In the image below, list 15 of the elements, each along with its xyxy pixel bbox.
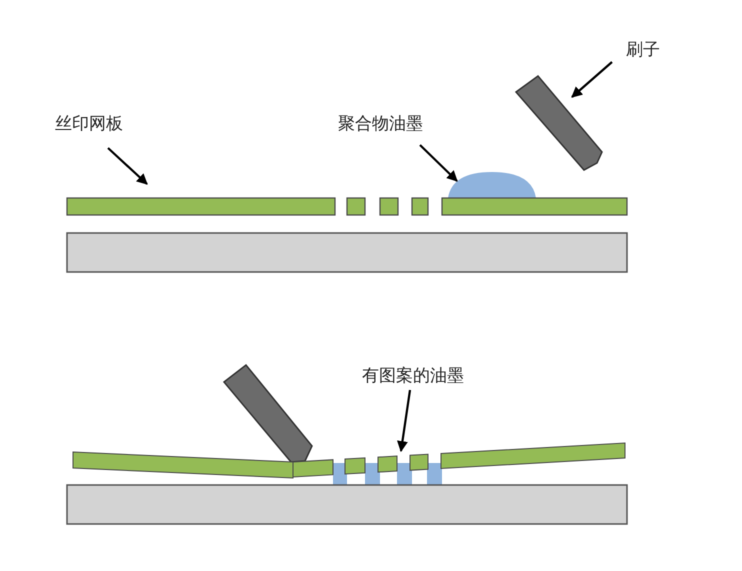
part-label: 有图案的油墨 <box>362 366 464 386</box>
screen-stencil <box>66 197 628 216</box>
squeegee <box>222 364 313 463</box>
part-label: 刷子 <box>626 40 660 60</box>
leader-arrow <box>397 390 412 452</box>
bent-screen-stencil <box>72 442 626 479</box>
squeegee <box>514 74 603 171</box>
part-label: 丝印网板 <box>55 114 123 134</box>
substrate-plate <box>66 232 628 273</box>
part-label: 聚合物油墨 <box>338 114 423 134</box>
leader-arrow <box>419 144 458 182</box>
leader-arrow <box>571 61 613 98</box>
substrate-plate <box>66 484 628 525</box>
leader-arrow <box>107 147 148 185</box>
ink-drop <box>448 172 536 198</box>
